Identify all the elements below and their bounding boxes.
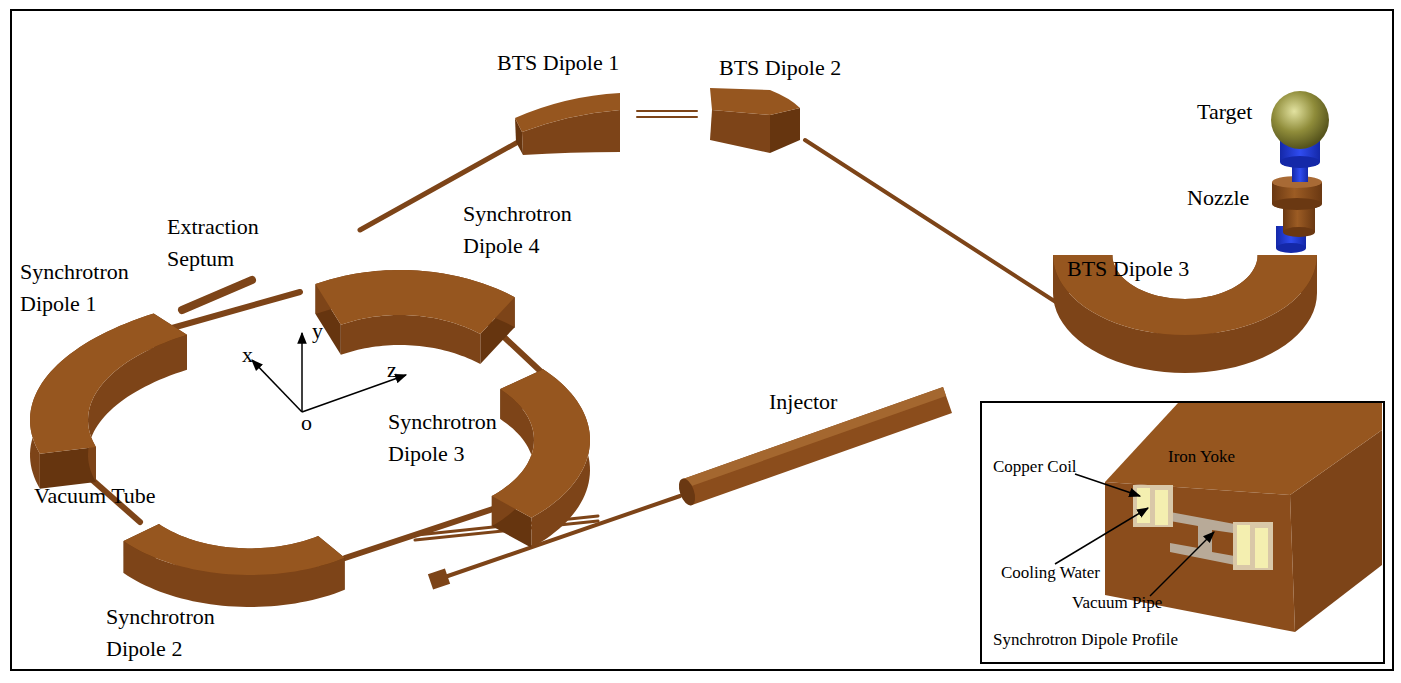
part-label: Synchrotron Dipole 2	[106, 601, 246, 665]
axis-label: z	[387, 354, 397, 386]
callout-label: Iron Yoke	[1168, 446, 1235, 468]
part-label: BTS Dipole 3	[1067, 253, 1189, 285]
coil-slot	[1233, 522, 1273, 570]
dipole-top	[30, 314, 187, 454]
vacuum-pipe	[1170, 512, 1240, 566]
dipole-top	[492, 369, 590, 517]
inset-box: Synchrotron Dipole Profile	[980, 401, 1385, 664]
copper-coil	[1155, 490, 1168, 525]
dipole-end	[40, 447, 96, 489]
arc-dipole	[30, 314, 187, 489]
vacuum-tube	[637, 110, 697, 112]
blue-flange-end	[1280, 156, 1320, 168]
leader-line	[1150, 532, 1214, 596]
inset-background	[981, 402, 1383, 662]
injector-highlight	[683, 387, 946, 488]
axis-arrow	[252, 360, 302, 412]
part-label: Extraction Septum	[167, 211, 285, 275]
target-sphere	[1271, 91, 1329, 149]
vacuum-tube	[345, 505, 505, 558]
dipole-top	[515, 93, 620, 132]
blue-tube-end	[1276, 243, 1306, 253]
injector	[676, 387, 952, 508]
bts-dipole-2	[710, 88, 800, 153]
dipole-top	[315, 270, 514, 334]
yoke-top	[1105, 403, 1382, 495]
part-label: Synchrotron Dipole 4	[463, 198, 603, 262]
coordinate-axes	[252, 333, 406, 412]
callout-label: Vacuum Pipe	[1072, 592, 1162, 614]
nozzle-end	[1283, 227, 1315, 237]
part-label: Vacuum Tube	[34, 480, 156, 512]
part-label: Target	[1197, 96, 1252, 128]
part-label: Synchrotron Dipole 1	[20, 256, 160, 320]
injector-end	[676, 476, 699, 507]
dipole-top	[710, 88, 800, 115]
figure-frame	[11, 10, 1393, 670]
vacuum-tubes	[72, 111, 1062, 589]
callout-label: Copper Coil	[993, 456, 1077, 478]
tube-cap	[428, 569, 450, 590]
vacuum-tube	[182, 280, 252, 310]
part-label: Injector	[769, 386, 837, 418]
dipole-top	[124, 524, 345, 575]
copper-coil	[1237, 525, 1250, 565]
axis-label: x	[242, 339, 253, 371]
part-label: Synchrotron Dipole 3	[388, 406, 528, 470]
inset-title: Synchrotron Dipole Profile	[993, 629, 1178, 651]
arc-dipole	[315, 270, 514, 364]
bts-dipole-1	[515, 93, 620, 155]
coil-slot	[1133, 485, 1173, 527]
dipole-profile-inset	[981, 402, 1383, 662]
dipole-side	[710, 110, 770, 153]
axis-label: o	[301, 407, 312, 439]
copper-coil	[1137, 488, 1150, 523]
vacuum-tube	[805, 140, 1062, 306]
dipole-end	[770, 108, 800, 153]
vacuum-tube	[637, 116, 697, 118]
copper-coil	[1255, 528, 1268, 568]
arc-dipole	[492, 369, 590, 547]
axis-label: y	[312, 315, 323, 347]
part-label: BTS Dipole 2	[719, 52, 841, 84]
leader-line	[1075, 474, 1140, 496]
callout-label: Cooling Water	[1001, 562, 1100, 584]
leader-line	[1055, 508, 1148, 564]
nozzle-assembly	[1271, 91, 1329, 253]
nozzle-collar-end	[1272, 198, 1322, 210]
part-label: BTS Dipole 1	[497, 47, 619, 79]
axis-arrow	[301, 333, 303, 412]
part-label: Nozzle	[1187, 182, 1249, 214]
injector-body	[683, 387, 952, 505]
arc-dipole	[124, 524, 345, 607]
